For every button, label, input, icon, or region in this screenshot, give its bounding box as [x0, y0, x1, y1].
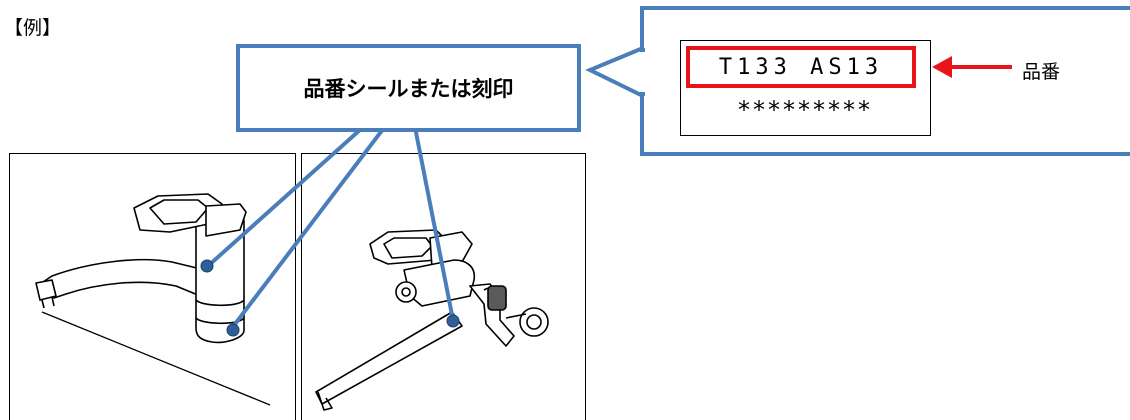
model-number-highlight: T133 AS13	[686, 46, 916, 88]
serial-number-mask: *********	[738, 96, 873, 124]
leader-lines	[206, 110, 455, 330]
deck-faucet-illustration	[35, 193, 271, 406]
model-number: T133 AS13	[718, 54, 884, 80]
deck-faucet-panel	[9, 153, 296, 420]
marker-dot-wall	[446, 314, 460, 328]
seal-label: 品番シールまたは刻印	[303, 77, 514, 101]
model-number-label: 品番	[1022, 61, 1061, 83]
marker-dot-deck-upper	[200, 259, 214, 273]
arrow-left-icon	[932, 56, 1012, 78]
marker-dots	[200, 259, 460, 337]
example-heading: 【例】	[4, 17, 62, 39]
wall-faucet-panel	[301, 153, 586, 420]
marker-dot-deck-lower	[226, 323, 240, 337]
seal-label-box: 品番シールまたは刻印	[236, 44, 581, 132]
nameplate	[680, 40, 931, 136]
